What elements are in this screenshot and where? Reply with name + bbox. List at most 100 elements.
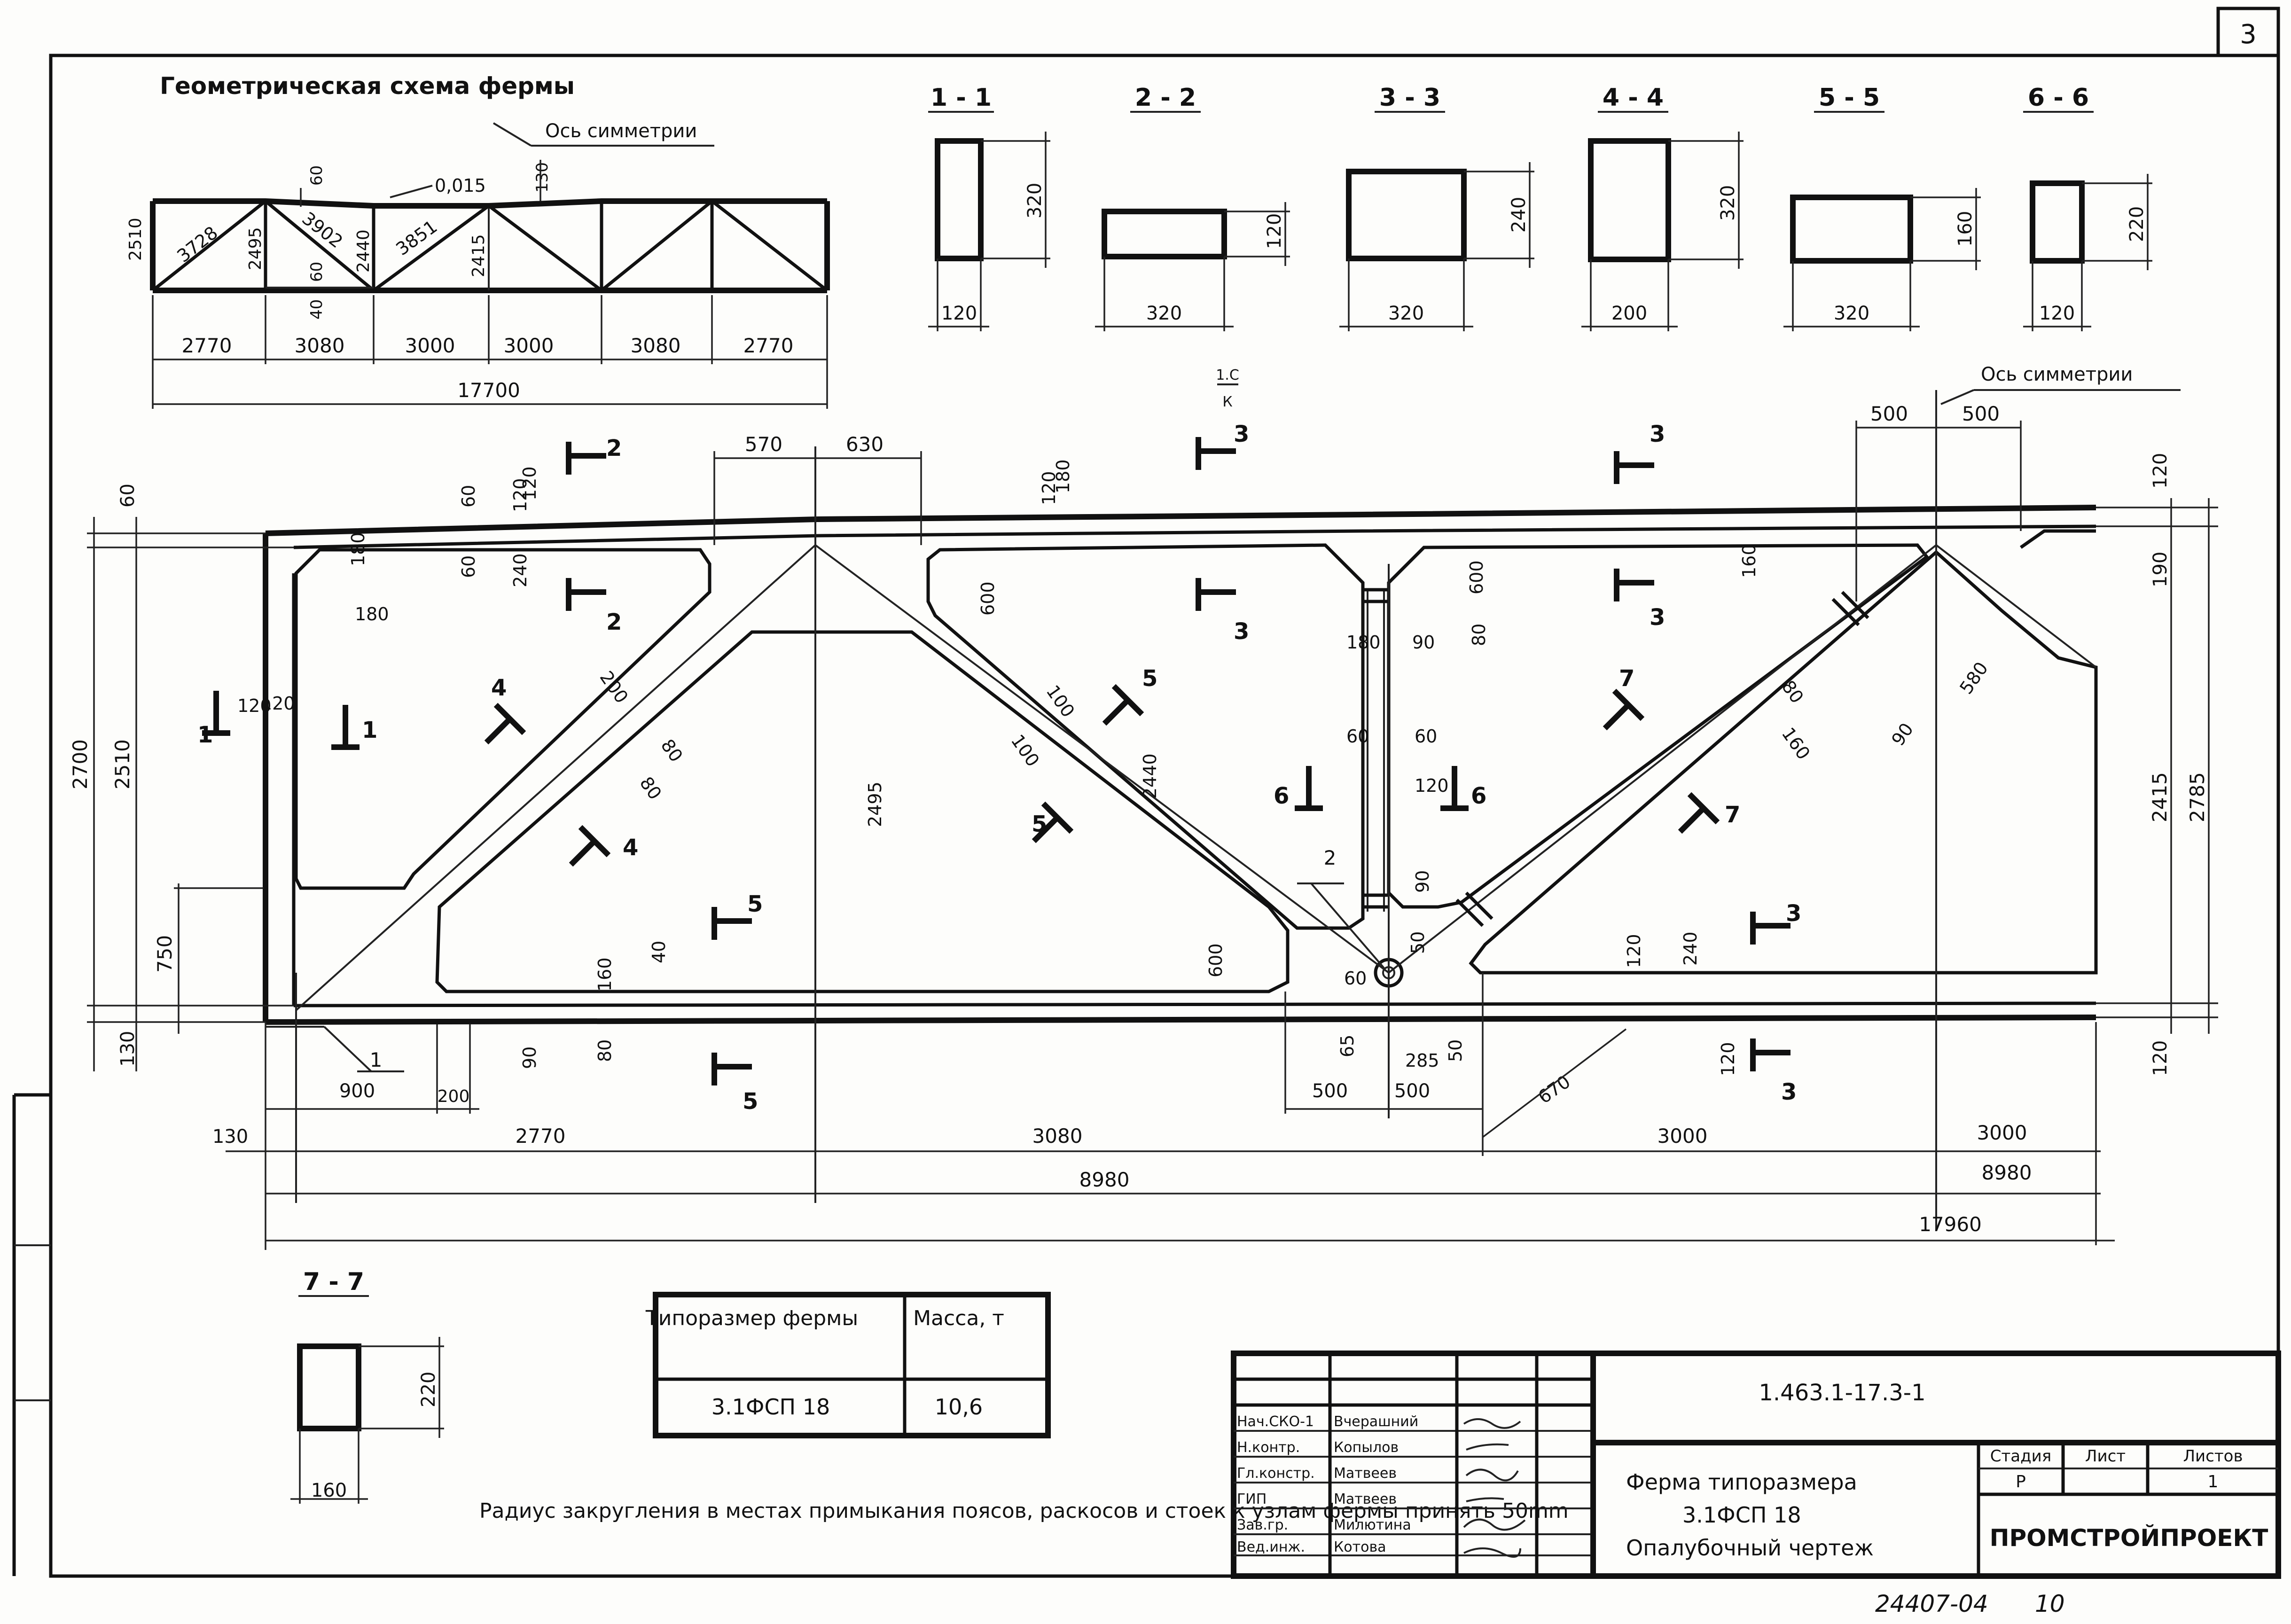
- section-cut-label: 7: [1725, 802, 1740, 828]
- detail-dim-value: 40: [649, 941, 669, 963]
- section-cut-mark: [569, 825, 611, 867]
- section-cut-mark: [1032, 801, 1074, 843]
- sheets-header: Листов: [2183, 1447, 2243, 1466]
- elevation-axis-label: Ось симметрии: [1981, 364, 2133, 385]
- strip: [1455, 898, 1484, 927]
- detail-dim-value: 120: [237, 695, 272, 716]
- sheet-frame: [49, 54, 2280, 1578]
- scheme-diagonal: [711, 200, 829, 292]
- footer-page: 10: [2035, 1590, 2065, 1617]
- scheme-height: 2415: [469, 234, 488, 277]
- section-cut-label: 4: [623, 835, 638, 861]
- section-cut-mark: [566, 442, 606, 475]
- scheme-height: 2495: [246, 227, 265, 270]
- scheme-diagonal: [372, 204, 490, 292]
- detail-dim-value: 90: [519, 1046, 540, 1069]
- mass-table-mass: 10,6: [935, 1394, 983, 1420]
- elevation-callouts: 1 2: [266, 846, 1385, 1072]
- section-width: 160: [311, 1480, 347, 1501]
- detail-dim-value: 90: [1887, 719, 1917, 750]
- detail-dim-value: 50: [1445, 1039, 1466, 1062]
- dim-value: 60: [117, 484, 139, 508]
- detail-dim-value: 80: [636, 773, 666, 804]
- role-label: Нач.СКО-1: [1237, 1413, 1314, 1430]
- truss-elevation: Ось симметрии 1.С К: [263, 364, 2181, 1231]
- section-width: 320: [1388, 303, 1424, 324]
- dim-value: 8980: [1982, 1161, 2032, 1184]
- section-cut-label: 4: [491, 675, 507, 701]
- detail-dim-value: 160: [1739, 544, 1759, 578]
- footer-code: 24407-04: [1875, 1590, 1988, 1617]
- detail-dim-value: 180: [348, 532, 368, 566]
- callout-leader: [1310, 882, 1385, 969]
- scheme-panel-dim: 2770: [743, 334, 794, 357]
- section-outline: [297, 1343, 361, 1431]
- geometric-axis: [295, 544, 816, 1011]
- detail-dim-value: 120: [1415, 775, 1449, 796]
- detail-dim-value: 120: [261, 693, 295, 714]
- stage-header: Стадия: [1990, 1447, 2051, 1466]
- section-cut-mark: [1750, 1038, 1791, 1071]
- scheme-diagonal-length: 3728: [173, 222, 221, 266]
- scheme-panel-dim: 3000: [405, 334, 455, 357]
- top-chord-lower: [293, 524, 2096, 549]
- section-height: 320: [1024, 183, 1046, 219]
- scheme-top-dim: 60: [307, 165, 326, 186]
- dim-value: 500: [1962, 402, 2000, 425]
- dim-value: 2770: [516, 1124, 566, 1148]
- detail-dim-value: 240: [1680, 931, 1701, 966]
- section-cut-mark: [202, 691, 230, 736]
- web-opening: [435, 630, 1290, 993]
- section-outline: [1102, 209, 1227, 259]
- section-cut-mark: [1440, 766, 1469, 811]
- bottom-chord-upper: [293, 1001, 2096, 1007]
- section-cut-label: 5: [1032, 811, 1047, 837]
- section-cut-label: 5: [1142, 665, 1157, 692]
- detail-dim-value: 100: [1007, 731, 1044, 771]
- mass-table-frame: [653, 1292, 1051, 1438]
- dim-value: 2510: [111, 739, 134, 789]
- detail-dim-value: 100: [1042, 681, 1079, 721]
- scheme-panel-dim: 3000: [504, 334, 554, 357]
- axis-leader: [1940, 389, 1974, 405]
- dim-value: 570: [745, 433, 782, 456]
- section-cut-label: 5: [747, 891, 763, 917]
- detail-dim-value: 600: [1466, 560, 1487, 594]
- elevation-bottom-dims: 900 200 500 500 130 2770 3080 3000 3000 …: [212, 973, 2115, 1250]
- scheme-diagonal: [151, 200, 267, 292]
- title-block: 1.463.1-17.3-1 Нач.СКО-1 Н.контр. Гл.кон…: [1231, 1351, 2281, 1579]
- scheme-title: Геометрическая схема фермы: [160, 72, 575, 100]
- section-label: 5 - 5: [1819, 84, 1880, 112]
- section-cut-label: 5: [743, 1088, 758, 1115]
- detail-dim-value: 120: [1718, 1042, 1738, 1076]
- organization: ПРОМСТРОЙПРОЕКТ: [1990, 1524, 2268, 1552]
- section-cut-mark: [484, 703, 526, 745]
- mass-table-type: 3.1ФСП 18: [712, 1394, 830, 1420]
- strip: [1831, 598, 1860, 626]
- web-opening: [294, 548, 712, 890]
- strip: [1465, 891, 1493, 920]
- section-outline: [1588, 138, 1671, 262]
- role-label: Н.контр.: [1237, 1439, 1300, 1456]
- strip: [1841, 591, 1869, 619]
- section-label: 3 - 3: [1379, 84, 1440, 112]
- section-cut-mark: [1603, 688, 1645, 731]
- stage-value: Р: [2016, 1472, 2026, 1491]
- detail-dim-value: 2495: [865, 781, 885, 827]
- geometric-axis: [1935, 544, 2097, 668]
- sheet-header: Лист: [2085, 1447, 2126, 1466]
- geometric-scheme: Геометрическая схема фермы Ось симметрии…: [126, 72, 830, 409]
- detail-dim-value: 65: [1337, 1035, 1358, 1057]
- role-label: Зав.гр.: [1237, 1517, 1288, 1533]
- top-chord-upper: [265, 505, 2096, 536]
- section-width: 120: [941, 303, 977, 324]
- web-opening: [1469, 550, 2098, 975]
- scheme-panel-dim: 3080: [631, 334, 681, 357]
- section-cut-mark: [566, 578, 606, 611]
- section-4-4: 4 - 4 320 200: [1581, 84, 1744, 331]
- scheme-side-dim: 60: [307, 262, 326, 282]
- title-line-3: Опалубочный чертеж: [1626, 1535, 1874, 1561]
- person-name: Котова: [1334, 1539, 1386, 1555]
